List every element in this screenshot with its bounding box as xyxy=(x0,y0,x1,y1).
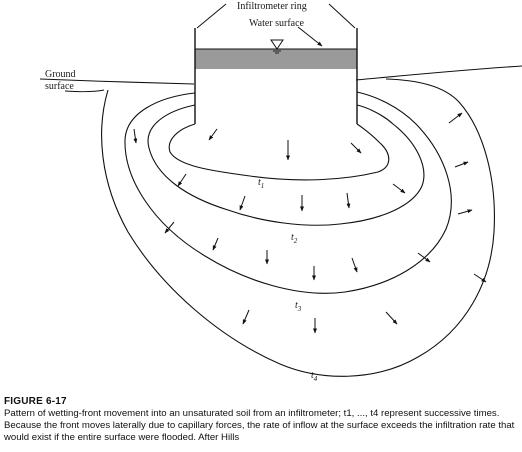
wetting-front-t2 xyxy=(147,104,425,226)
ground-pointer xyxy=(64,89,105,93)
flow-arrow xyxy=(350,142,362,154)
flow-arrow xyxy=(351,257,358,273)
infiltrometer-ring-label: Infiltrometer ring xyxy=(237,1,307,12)
infiltrometer-ring xyxy=(194,28,358,124)
caption-title: FIGURE 6-17 xyxy=(4,396,67,407)
wetting-front-t4 xyxy=(101,78,495,377)
ring-water xyxy=(195,49,357,69)
ring-leader-left xyxy=(196,3,227,29)
flow-arrows xyxy=(133,112,487,334)
ground-surface-label-line2: surface xyxy=(45,81,74,92)
flow-arrow xyxy=(385,311,398,325)
water-surface-label: Water surface xyxy=(249,18,304,29)
flow-arrow xyxy=(133,128,138,144)
ground-surface-line xyxy=(39,65,522,85)
wetting-front-diagram xyxy=(39,3,522,377)
flow-arrow xyxy=(242,309,250,325)
flow-arrow xyxy=(208,128,218,141)
wetting-front-figure: Infiltrometer ring Water surface Ground … xyxy=(39,1,522,383)
flow-arrow xyxy=(473,273,487,283)
flow-arrow xyxy=(177,173,187,187)
flow-arrow xyxy=(448,112,463,124)
ground-surface-label-line1: Ground xyxy=(45,69,76,80)
flow-arrow xyxy=(392,183,406,194)
water-surface-symbol xyxy=(270,39,284,50)
figure-caption: FIGURE 6-17 Pattern of wetting-front mov… xyxy=(4,396,518,444)
flow-arrow xyxy=(164,221,175,234)
flow-arrow xyxy=(239,195,246,211)
wetting-front-t1 xyxy=(168,123,390,181)
flow-arrow xyxy=(454,161,469,168)
front-label-t4: t4 xyxy=(311,370,318,383)
front-label-t1: t1 xyxy=(258,177,265,190)
flow-arrow xyxy=(212,237,219,251)
flow-arrow xyxy=(457,209,473,215)
front-label-t2: t2 xyxy=(291,232,298,245)
front-label-t3: t3 xyxy=(295,300,302,313)
flow-arrow xyxy=(417,252,431,263)
caption-body: Pattern of wetting-front movement into a… xyxy=(4,408,515,443)
ring-leader-right xyxy=(328,3,356,29)
flow-arrow xyxy=(346,192,351,209)
water-surface-leader xyxy=(297,26,323,47)
wetting-front-t3 xyxy=(124,91,452,294)
